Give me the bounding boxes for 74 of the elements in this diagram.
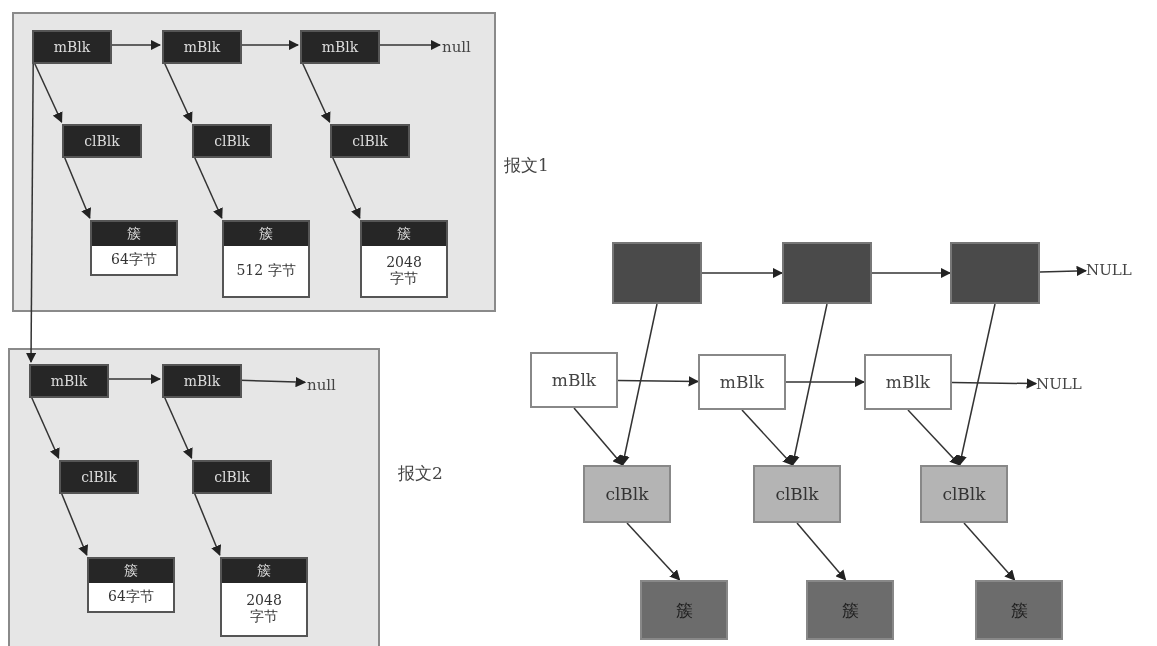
cluster-header: 簇 bbox=[224, 222, 308, 246]
list-box: mBlk bbox=[698, 354, 786, 410]
arrow bbox=[109, 39, 162, 51]
arrow bbox=[617, 376, 700, 387]
arrow bbox=[796, 522, 847, 581]
arrow bbox=[626, 522, 681, 581]
list-box: clBlk bbox=[62, 124, 142, 158]
arrow bbox=[573, 407, 624, 466]
cluster-header: 簇 bbox=[362, 222, 446, 246]
arrow bbox=[30, 395, 60, 459]
arrow bbox=[25, 61, 37, 364]
arrow bbox=[63, 155, 91, 219]
end-label: null bbox=[307, 374, 347, 396]
arrow bbox=[60, 491, 89, 556]
arrow bbox=[871, 267, 952, 279]
arrow bbox=[163, 61, 193, 123]
list-box: clBlk bbox=[753, 465, 841, 523]
cluster-size: 64字节 bbox=[107, 587, 155, 606]
arrow bbox=[331, 155, 361, 219]
arrow bbox=[193, 155, 223, 219]
list-box: mBlk bbox=[864, 354, 952, 410]
arrow bbox=[301, 61, 331, 123]
arrow bbox=[789, 303, 828, 467]
box bbox=[782, 242, 872, 304]
arrow bbox=[1039, 265, 1088, 277]
cluster-box bbox=[360, 220, 448, 298]
arrow bbox=[377, 39, 442, 51]
cluster-size: 512 字节 bbox=[235, 261, 297, 280]
cluster-box: 簇 bbox=[640, 580, 728, 640]
cluster-box bbox=[90, 220, 178, 276]
arrow bbox=[239, 39, 300, 51]
cluster-size: 2048 字节 bbox=[385, 253, 423, 288]
box bbox=[612, 242, 702, 304]
arrow bbox=[963, 522, 1016, 581]
arrow bbox=[619, 303, 658, 467]
cluster-header: 簇 bbox=[222, 559, 306, 583]
arrow bbox=[956, 303, 996, 467]
list-box: clBlk bbox=[330, 124, 410, 158]
arrow bbox=[907, 409, 961, 466]
list-box: clBlk bbox=[192, 124, 272, 158]
cluster-size: 64字节 bbox=[110, 250, 158, 269]
list-box: mBlk bbox=[162, 30, 242, 64]
list-box: clBlk bbox=[59, 460, 139, 494]
cluster-box: 簇 bbox=[806, 580, 894, 640]
list-box: mBlk bbox=[530, 352, 618, 408]
arrow bbox=[741, 409, 794, 466]
end-label: NULL bbox=[1036, 372, 1096, 396]
cluster-size: 2048 字节 bbox=[245, 591, 283, 626]
arrow bbox=[701, 267, 784, 279]
list-box: clBlk bbox=[583, 465, 671, 523]
arrow bbox=[33, 61, 63, 123]
list-box: mBlk bbox=[162, 364, 242, 398]
cluster-box bbox=[222, 220, 310, 298]
group-label: 报文1 bbox=[504, 154, 549, 177]
list-box: mBlk bbox=[300, 30, 380, 64]
arrow bbox=[193, 491, 222, 556]
cluster-box bbox=[220, 557, 308, 637]
group-label: 报文2 bbox=[398, 462, 443, 485]
list-box: mBlk bbox=[32, 30, 112, 64]
end-label: NULL bbox=[1086, 258, 1146, 282]
box bbox=[950, 242, 1040, 304]
arrow bbox=[106, 373, 162, 385]
cluster-box: 簇 bbox=[975, 580, 1063, 640]
arrow bbox=[951, 378, 1038, 389]
list-box: mBlk bbox=[29, 364, 109, 398]
cluster-header: 簇 bbox=[89, 559, 173, 583]
arrow bbox=[785, 376, 866, 388]
cluster-header: 簇 bbox=[92, 222, 176, 246]
arrow bbox=[239, 376, 307, 388]
cluster-box bbox=[87, 557, 175, 613]
end-label: null bbox=[442, 36, 482, 58]
list-box: clBlk bbox=[920, 465, 1008, 523]
arrow bbox=[163, 395, 193, 459]
list-box: clBlk bbox=[192, 460, 272, 494]
